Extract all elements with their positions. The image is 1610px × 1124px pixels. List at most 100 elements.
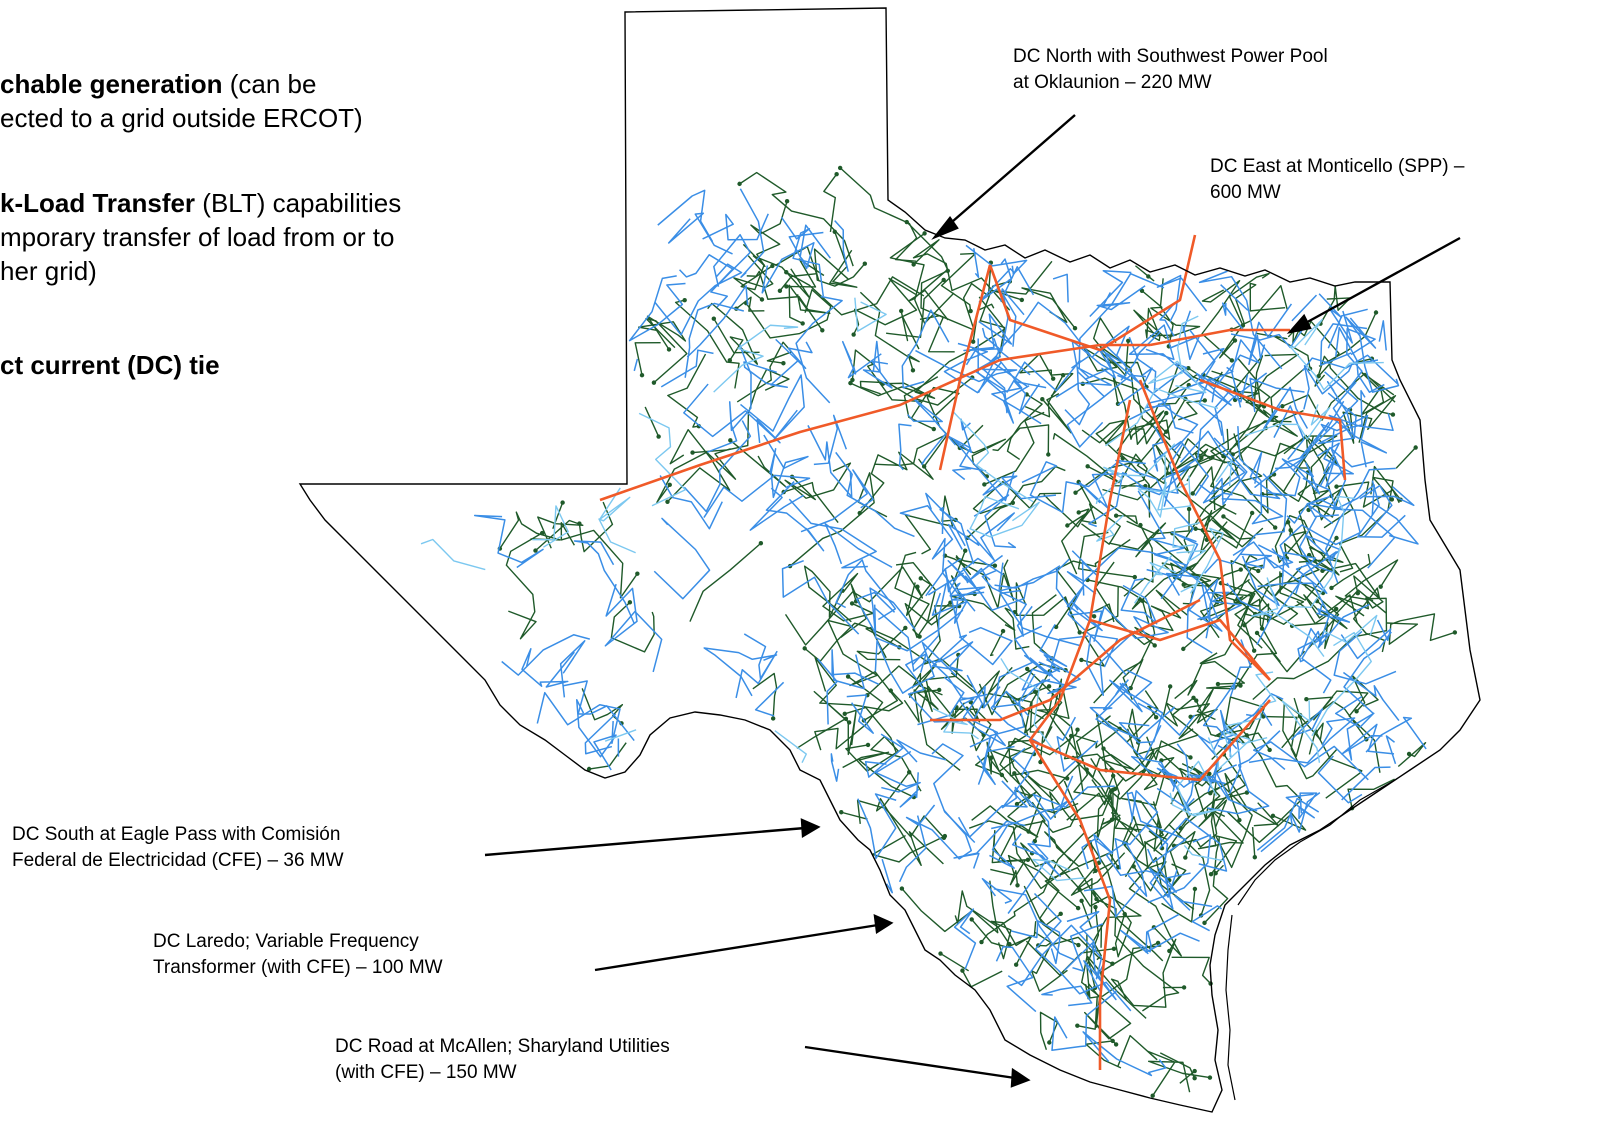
arrowhead-mcallen (1010, 1067, 1031, 1088)
line-light (604, 729, 637, 742)
arrow-mcallen (804, 1045, 1016, 1080)
line-light (969, 495, 1040, 538)
line-138kv (1156, 274, 1208, 323)
substation-node (917, 634, 922, 639)
line-69kv (1086, 754, 1134, 778)
substation-node (1060, 372, 1066, 378)
line-138kv (834, 220, 849, 272)
line-138kv (962, 685, 1007, 747)
line-light (1281, 700, 1321, 763)
line-138kv (1071, 550, 1099, 596)
line-69kv (1318, 312, 1377, 367)
substation-node (1207, 1075, 1213, 1080)
line-69kv (1081, 586, 1119, 667)
substation-node (1280, 404, 1285, 409)
line-138kv (1342, 671, 1400, 722)
line-138kv (1341, 766, 1391, 801)
line-69kv (1128, 856, 1195, 957)
line-69kv (637, 315, 687, 350)
substation-node (586, 766, 592, 772)
callout-line: at Oklaunion – 220 MW (1013, 72, 1212, 93)
line-138kv (1320, 400, 1369, 440)
line-light (713, 324, 799, 393)
substation-node (1191, 695, 1196, 701)
line-138kv (1110, 706, 1175, 740)
line-69kv (905, 577, 932, 617)
line-138kv (1257, 582, 1370, 649)
line-69kv (1055, 538, 1131, 628)
line-138kv (953, 820, 1026, 869)
line-138kv (1303, 359, 1379, 410)
line-138kv (841, 340, 882, 379)
line-69kv (1183, 568, 1242, 589)
line-69kv (1041, 392, 1072, 434)
line-138kv (978, 258, 1015, 303)
line-69kv (850, 382, 928, 420)
bullet-block-load-transfer: k-Load Transfer (BLT) capabilities mpora… (0, 186, 401, 288)
line-69kv (1322, 562, 1386, 653)
line-138kv (713, 233, 751, 287)
substation-node (931, 426, 936, 432)
line-light (774, 730, 807, 764)
line-138kv (1267, 458, 1321, 497)
line-69kv (1112, 375, 1165, 446)
line-138kv (875, 750, 921, 793)
substation-node (839, 810, 844, 815)
substation-node (1132, 574, 1137, 580)
line-138kv (1066, 547, 1219, 619)
line-138kv (761, 231, 824, 294)
line-138kv (899, 772, 920, 808)
line-69kv (752, 672, 778, 719)
line-69kv (1203, 355, 1306, 423)
line-138kv (1126, 791, 1187, 864)
line-69kv (707, 302, 759, 365)
line-69kv (505, 532, 543, 640)
line-345kv (1149, 328, 1290, 347)
line-138kv (912, 572, 964, 666)
substation-node (1111, 946, 1117, 951)
line-138kv (977, 700, 1025, 785)
substation-node (759, 297, 765, 302)
line-69kv (610, 601, 655, 653)
line-138kv (1041, 985, 1093, 1007)
substation-node (1139, 288, 1145, 293)
line-69kv (1147, 1060, 1211, 1093)
substation-node (834, 171, 839, 177)
line-69kv (1178, 399, 1205, 421)
line-69kv (535, 516, 584, 552)
substation-node (802, 646, 807, 651)
line-69kv (1026, 668, 1085, 794)
line-138kv (799, 224, 831, 268)
line-69kv (1110, 938, 1177, 1008)
line-138kv (899, 505, 963, 600)
substation-node (1334, 484, 1339, 489)
line-69kv (912, 239, 1011, 311)
substation-node (1186, 506, 1192, 512)
line-69kv (1121, 772, 1166, 878)
substation-node (1192, 1075, 1197, 1081)
substation-node (1079, 657, 1084, 663)
substation-node (1085, 464, 1090, 469)
substation-node (837, 165, 843, 171)
line-138kv (1152, 425, 1210, 497)
line-138kv (807, 425, 853, 498)
line-138kv (788, 498, 877, 569)
line-138kv (1007, 924, 1106, 987)
line-69kv (581, 688, 624, 724)
line-69kv (856, 799, 945, 839)
substation-node (1238, 567, 1243, 572)
line-69kv (999, 729, 1079, 797)
line-138kv (1202, 682, 1238, 750)
substation-node (1093, 904, 1098, 910)
substation-node (1058, 911, 1063, 917)
substation-node (1073, 490, 1078, 495)
line-69kv (1360, 371, 1395, 416)
substation-node (992, 563, 998, 568)
line-138kv (1137, 702, 1196, 736)
line-138kv (1211, 339, 1260, 408)
line-69kv (1298, 466, 1340, 576)
line-69kv (984, 411, 1045, 486)
line-138kv (981, 569, 1033, 637)
substation-node (899, 886, 905, 891)
line-69kv (784, 462, 852, 501)
